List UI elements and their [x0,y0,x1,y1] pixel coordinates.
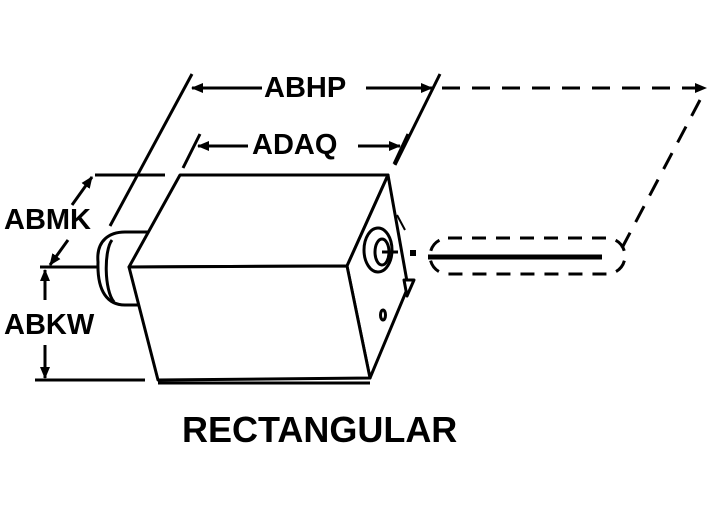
solenoid-body [96,173,416,385]
plunger-rod [410,236,627,276]
caption: RECTANGULAR [182,409,458,450]
abhp-label: ABHP [264,72,347,104]
abkw-label: ABKW [4,309,95,341]
height-dimension-lines [35,173,165,382]
adaq-label: ADAQ [252,129,338,161]
abhp-dimension-line [108,73,707,249]
adaq-dimension-line [181,133,410,169]
abmk-label: ABMK [4,204,91,236]
